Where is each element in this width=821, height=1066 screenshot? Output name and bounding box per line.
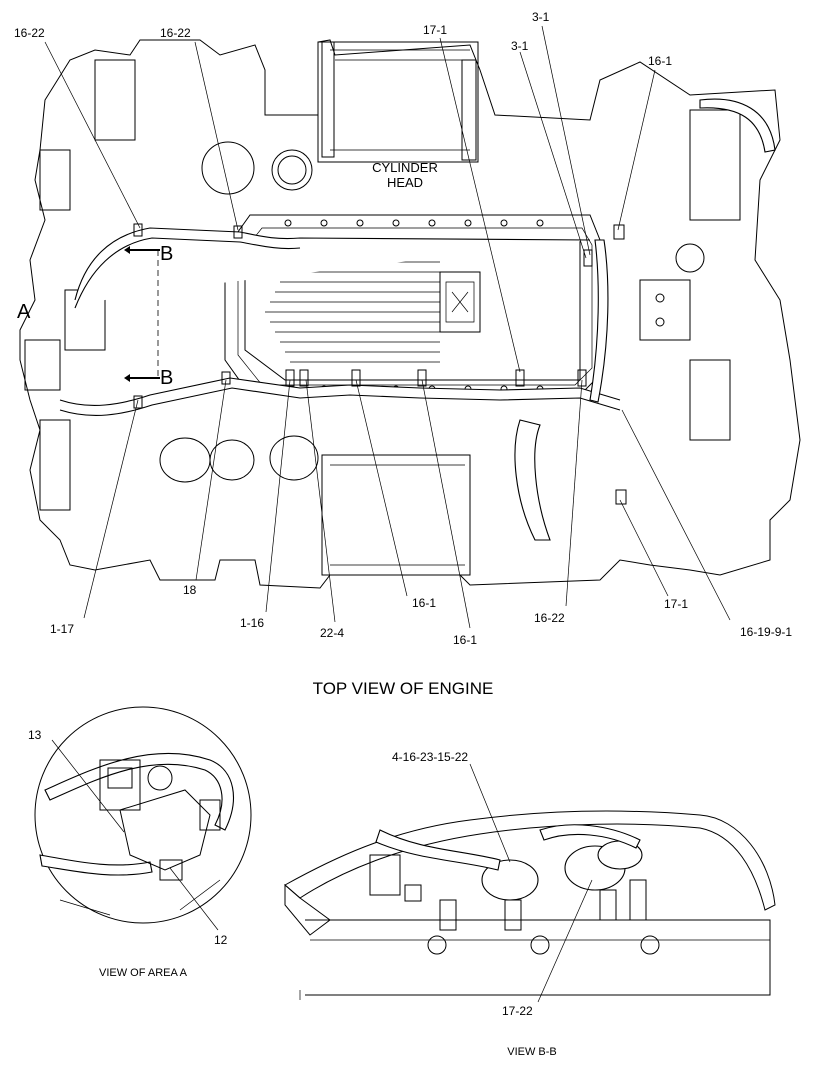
callout-18: 18 [183, 583, 197, 597]
cylinder-head-label-line2: HEAD [387, 175, 423, 190]
callout-16-22-b: 16-22 [160, 26, 191, 40]
callout-17-1-a: 17-1 [423, 23, 447, 37]
callout-1-17: 1-17 [50, 622, 74, 636]
callout-16-1-b: 16-1 [412, 596, 436, 610]
top-view-title: TOP VIEW OF ENGINE [313, 679, 494, 698]
section-label-b-top: B [160, 243, 173, 265]
callout-17-22: 17-22 [502, 1004, 533, 1018]
cylinder-head-label-line1: CYLINDER [372, 160, 438, 175]
callout-3-1-b: 3-1 [511, 39, 529, 53]
view-b-b-detail [284, 810, 776, 1000]
callout-22-4: 22-4 [320, 626, 344, 640]
callout-13: 13 [28, 728, 42, 742]
callout-17-1-b: 17-1 [664, 597, 688, 611]
callout-leaders [44, 25, 731, 629]
callout-16-22-c: 16-22 [534, 611, 565, 625]
callout-12: 12 [214, 933, 228, 947]
section-b-b-cutline [124, 246, 160, 382]
callout-3-1-a: 3-1 [532, 10, 550, 24]
view-area-a-caption: VIEW OF AREA A [99, 967, 188, 979]
callout-16-19-9-1: 16-19-9-1 [740, 625, 792, 639]
view-area-a-detail [34, 706, 252, 924]
section-label-b-bottom: B [160, 367, 173, 389]
callout-4-16-23-15-22: 4-16-23-15-22 [392, 750, 468, 764]
callout-16-22-a: 16-22 [14, 26, 45, 40]
section-label-a: A [17, 301, 31, 323]
engine-top-view [19, 39, 801, 589]
valve-cover-ribs [265, 261, 440, 363]
callout-16-1-c: 16-1 [453, 633, 477, 647]
callout-16-1-a: 16-1 [648, 54, 672, 68]
callout-1-16: 1-16 [240, 616, 264, 630]
view-b-b-caption: VIEW B-B [507, 1046, 557, 1058]
